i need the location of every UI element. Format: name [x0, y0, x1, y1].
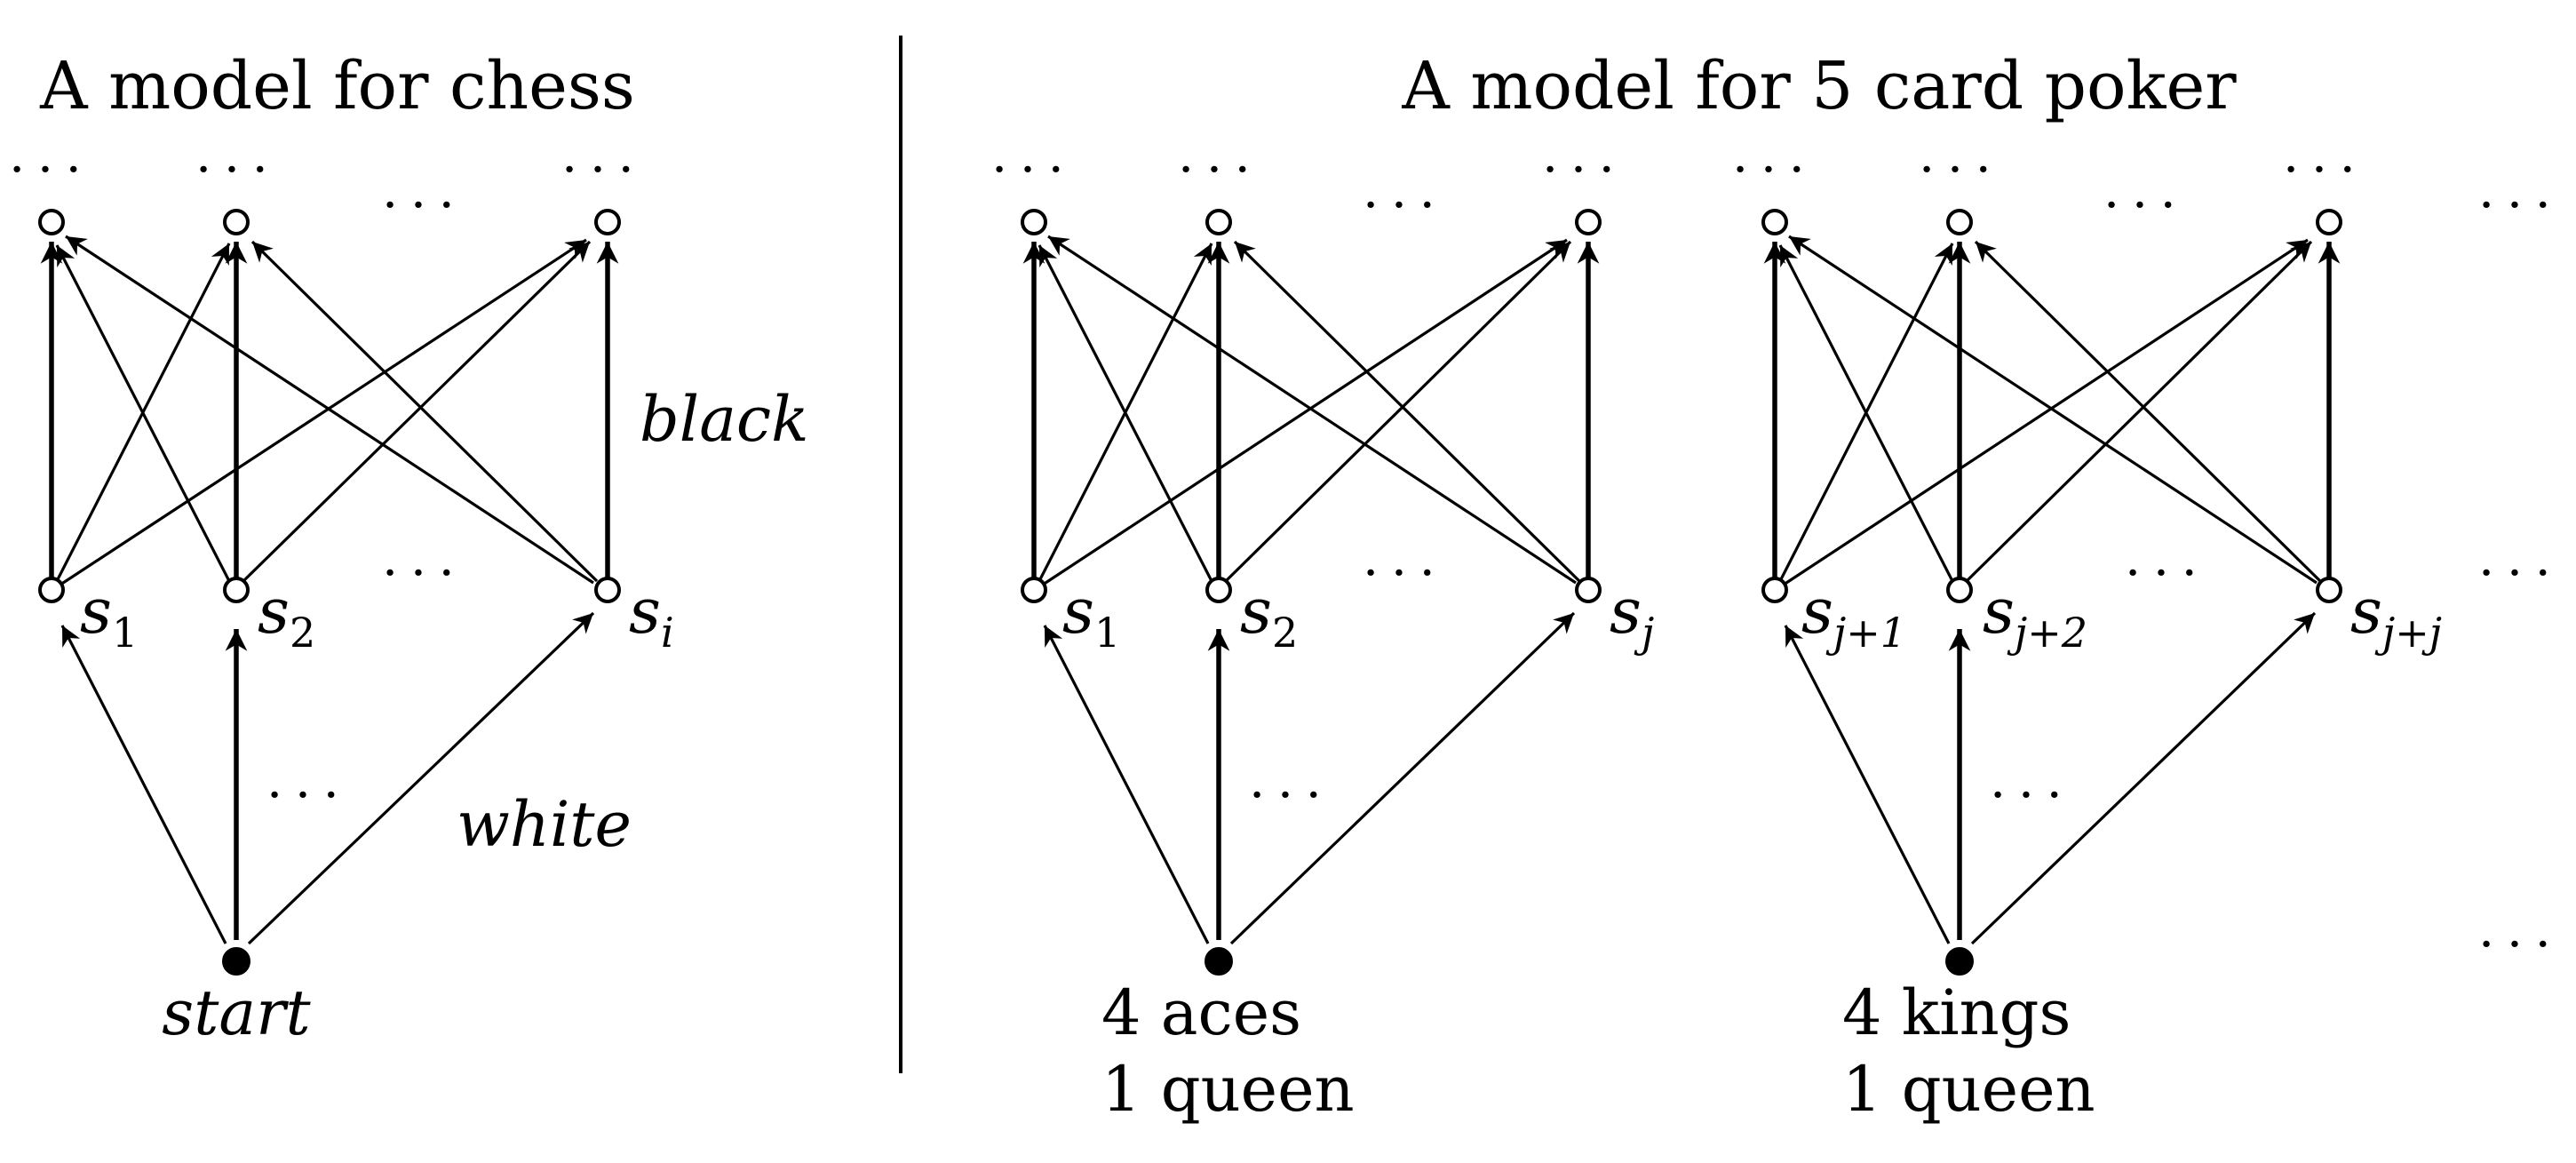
- kings-root-node: [1945, 947, 1974, 976]
- chess-bottom-dots: ···: [266, 767, 351, 824]
- edge-aces-sj: [1229, 611, 1576, 945]
- aces-top-dots-2: ···: [1178, 141, 1262, 199]
- edge-s2-t1: [55, 244, 231, 582]
- edge-k-s2-t1: [1778, 244, 1954, 582]
- edge-si-t2: [250, 240, 599, 583]
- kings-state-node-sjj: [2316, 577, 2342, 603]
- kings-state-label-sj1: sj+1: [1801, 575, 1906, 657]
- edge-kings-sjj: [1970, 611, 2317, 945]
- kings-top-dots-j: ···: [2283, 141, 2367, 199]
- aces-top-node-2: [1205, 209, 1232, 235]
- poker-kings-tree: ··· ··· ··· ··· sj+1 sj+2 sj+j ··· ··· 4…: [1732, 141, 2442, 1126]
- chess-top-node-i: [594, 209, 621, 235]
- edge-k-s1-tj: [1783, 238, 2309, 586]
- continuation-dots-bottom: ···: [2478, 916, 2563, 974]
- kings-state-label-sjj: sj+j: [2350, 575, 2442, 657]
- edge-s2-ti: [242, 240, 592, 583]
- chess-state-node-s2: [223, 577, 250, 603]
- chess-state-node-s1: [38, 577, 65, 603]
- start-node: [222, 947, 250, 976]
- edge-start-si: [247, 611, 595, 945]
- kings-state-node-sj1: [1761, 577, 1788, 603]
- poker-title: A model for 5 card poker: [1401, 48, 2237, 124]
- kings-mid-row-dots: ···: [2125, 545, 2209, 602]
- aces-state-node-s1: [1021, 577, 1047, 603]
- chess-state-label-si: si: [629, 575, 674, 657]
- aces-state-node-sj: [1575, 577, 1602, 603]
- edge-aces-s1: [1043, 625, 1210, 944]
- kings-top-node-j: [2316, 209, 2342, 235]
- edge-k-s2-tj: [1965, 240, 2313, 583]
- poker-aces-tree: ··· ··· ··· ··· s1 s2 sj ··· ··· 4 aces …: [991, 141, 1654, 1126]
- chess-top-dots-1: ···: [9, 141, 93, 199]
- aces-mid-row-dots: ···: [1363, 545, 1447, 602]
- chess-state-label-s1: s1: [80, 575, 138, 657]
- edge-k-sj-t2: [1974, 240, 2322, 583]
- edge-a-sj-t2: [1233, 240, 1581, 583]
- chess-state-label-s2: s2: [258, 575, 315, 657]
- kings-top-dots-2: ···: [1919, 141, 2003, 199]
- edge-si-t1: [65, 235, 594, 585]
- edge-start-s1: [60, 625, 227, 944]
- kings-top-node-2: [1946, 209, 1973, 235]
- kings-label-line2: 1 queen: [1842, 1053, 2095, 1126]
- chess-top-node-2: [223, 209, 250, 235]
- edge-a-s2-tj: [1224, 240, 1572, 583]
- kings-label-line1: 4 kings: [1842, 976, 2071, 1049]
- edge-kings-sj1: [1784, 625, 1951, 944]
- edge-a-s1-tj: [1042, 238, 1568, 586]
- edge-a-sj-t1: [1047, 235, 1577, 585]
- chess-top-row-dots: ···: [382, 177, 466, 235]
- edge-a-s2-t1: [1038, 244, 1213, 582]
- kings-state-node-sj2: [1946, 577, 1973, 603]
- continuation-dots-mid: ···: [2478, 545, 2563, 602]
- black-label: black: [640, 383, 809, 456]
- chess-title: A model for chess: [39, 48, 635, 124]
- white-label: white: [457, 788, 632, 861]
- start-label: start: [162, 976, 311, 1049]
- kings-top-dots-1: ···: [1732, 141, 1817, 199]
- edge-s1-ti: [60, 238, 587, 586]
- continuation-dots-top: ···: [2478, 177, 2563, 235]
- aces-top-node-j: [1575, 209, 1602, 235]
- chess-top-dots-2: ···: [195, 141, 280, 199]
- aces-state-label-s2: s2: [1240, 575, 1298, 657]
- kings-bottom-dots: ···: [1990, 767, 2074, 824]
- aces-top-dots-j: ···: [1542, 141, 1626, 199]
- aces-state-label-sj: sj: [1610, 575, 1654, 657]
- chess-mid-row-dots: ···: [382, 545, 466, 602]
- aces-bottom-dots: ···: [1249, 767, 1333, 824]
- aces-top-row-dots: ···: [1363, 177, 1447, 235]
- aces-top-dots-1: ···: [991, 141, 1076, 199]
- chess-state-node-si: [594, 577, 621, 603]
- aces-label-line1: 4 aces: [1101, 976, 1301, 1049]
- chess-tree: ··· ··· ··· ··· s1 s2 si ··· black white…: [9, 141, 808, 1049]
- edge-k-sj-t1: [1788, 235, 2318, 585]
- kings-state-label-sj2: sj+2: [1983, 575, 2087, 657]
- aces-label-line2: 1 queen: [1101, 1053, 1355, 1126]
- kings-top-row-dots: ···: [2103, 177, 2188, 235]
- aces-top-node-1: [1021, 209, 1047, 235]
- aces-state-label-s1: s1: [1062, 575, 1120, 657]
- chess-top-node-1: [38, 209, 65, 235]
- aces-root-node: [1205, 947, 1233, 976]
- chess-top-dots-i: ···: [561, 141, 646, 199]
- kings-top-node-1: [1761, 209, 1788, 235]
- aces-state-node-s2: [1205, 577, 1232, 603]
